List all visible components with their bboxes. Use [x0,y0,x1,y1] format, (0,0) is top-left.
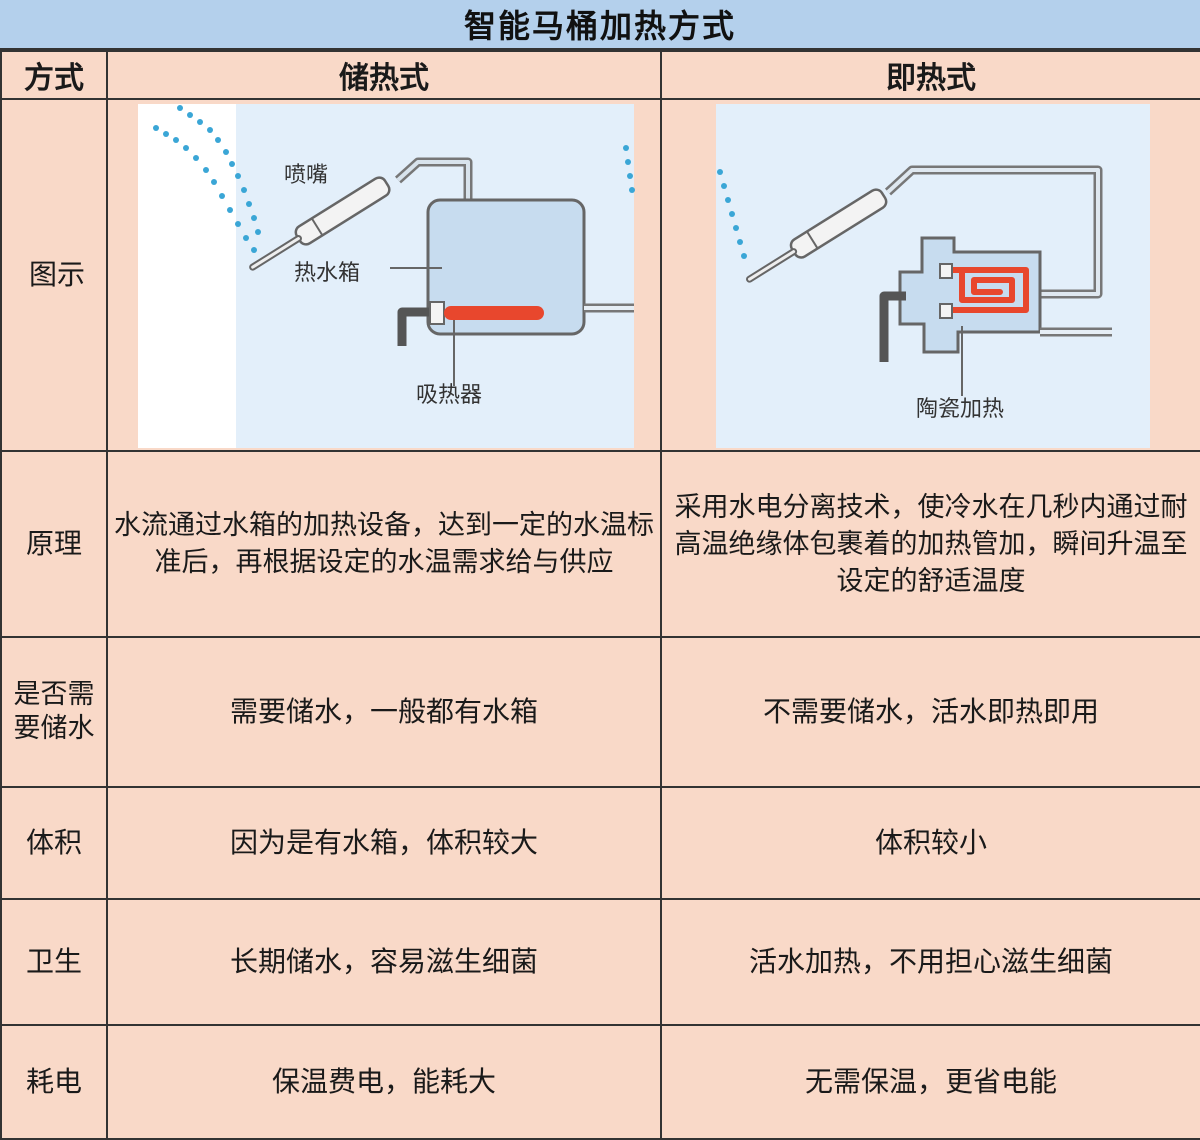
row-label-storage-need: 是否需要储水 [0,636,108,788]
table-row-power: 耗电 保温费电，能耗大 无需保温，更省电能 [0,1024,1200,1140]
storage-need-storage: 需要储水，一般都有水箱 [106,636,662,788]
nozzle-label: 喷嘴 [284,163,328,188]
power-instant: 无需保温，更省电能 [660,1024,1200,1140]
row-label-diagram: 图示 [0,98,108,452]
instant-diagram: 陶瓷加热 [662,100,1200,450]
row-label-volume: 体积 [0,786,108,900]
instant-diagram-cell: 陶瓷加热 [660,98,1200,452]
row-label-hygiene: 卫生 [0,898,108,1026]
table-row-diagram: 图示 [0,98,1200,452]
comparison-table: 方式 储热式 即热式 图示 [0,50,1200,1140]
header-storage: 储热式 [106,50,662,100]
tank-label: 热水箱 [294,261,360,286]
page-title: 智能马桶加热方式 [0,0,1200,50]
table-row-storage-need: 是否需要储水 需要储水，一般都有水箱 不需要储水，活水即热即用 [0,636,1200,788]
storage-diagram-illustration: 喷嘴 热水箱 吸热器 [138,104,635,448]
principle-instant: 采用水电分离技术，使冷水在几秒内通过耐高温绝缘体包裹着的加热管加，瞬间升温至设定… [660,450,1200,638]
storage-diagram-cell: 喷嘴 热水箱 吸热器 [106,98,662,452]
header-row: 方式 储热式 即热式 [0,50,1200,100]
volume-storage: 因为是有水箱，体积较大 [106,786,662,900]
power-storage: 保温费电，能耗大 [106,1024,662,1140]
principle-storage: 水流通过水箱的加热设备，达到一定的水温标准后，再根据设定的水温需求给与供应 [106,450,662,638]
heater-label: 吸热器 [416,383,482,408]
row-label-principle: 原理 [0,450,108,638]
volume-instant: 体积较小 [660,786,1200,900]
hygiene-instant: 活水加热，不用担心滋生细菌 [660,898,1200,1026]
header-method: 方式 [0,50,108,100]
table-row-principle: 原理 水流通过水箱的加热设备，达到一定的水温标准后，再根据设定的水温需求给与供应… [0,450,1200,638]
table-row-volume: 体积 因为是有水箱，体积较大 体积较小 [0,786,1200,900]
storage-diagram: 喷嘴 热水箱 吸热器 [108,100,660,450]
table-row-hygiene: 卫生 长期储水，容易滋生细菌 活水加热，不用担心滋生细菌 [0,898,1200,1026]
instant-diagram-illustration: 陶瓷加热 [716,104,1150,448]
hygiene-storage: 长期储水，容易滋生细菌 [106,898,662,1026]
header-instant: 即热式 [660,50,1200,100]
row-label-power: 耗电 [0,1024,108,1140]
ceramic-heater-label: 陶瓷加热 [916,397,1004,422]
storage-need-instant: 不需要储水，活水即热即用 [660,636,1200,788]
